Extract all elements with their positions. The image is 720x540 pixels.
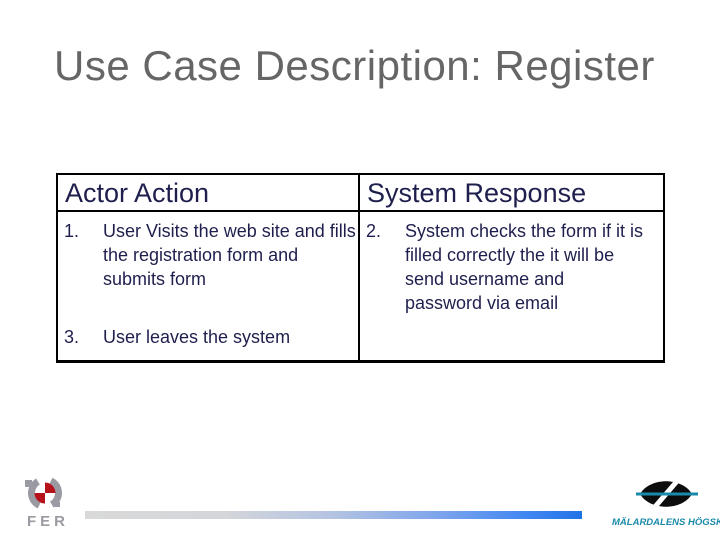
item-text: User leaves the system (103, 327, 291, 347)
column-header-system-response: System Response (360, 175, 663, 212)
list-item: 3. User leaves the system (64, 325, 358, 349)
use-case-table: Actor Action System Response 1. User Vis… (56, 173, 665, 363)
fer-logo-text: FER (27, 513, 69, 530)
item-text: System checks the form if it is filled c… (405, 221, 644, 313)
mdh-logo-text: MÄLARDALENS HÖGSKOLA (612, 517, 720, 528)
slide-accent-bar (85, 511, 582, 519)
system-response-cell: 2. System checks the form if it is fille… (360, 212, 663, 360)
item-number: 1. (64, 221, 80, 241)
fer-logo-icon (25, 476, 62, 510)
item-number: 2. (366, 221, 382, 241)
slide-title: Use Case Description: Register (54, 42, 655, 89)
item-number: 3. (64, 327, 80, 347)
item-text: User Visits the web site and fills the r… (103, 221, 356, 289)
list-item: 1. User Visits the web site and fills th… (64, 219, 358, 291)
column-header-actor-action: Actor Action (58, 175, 360, 212)
list-item: 2. System checks the form if it is fille… (366, 219, 663, 315)
mdh-logo-icon (636, 478, 698, 510)
actor-action-cell: 1. User Visits the web site and fills th… (58, 212, 360, 360)
